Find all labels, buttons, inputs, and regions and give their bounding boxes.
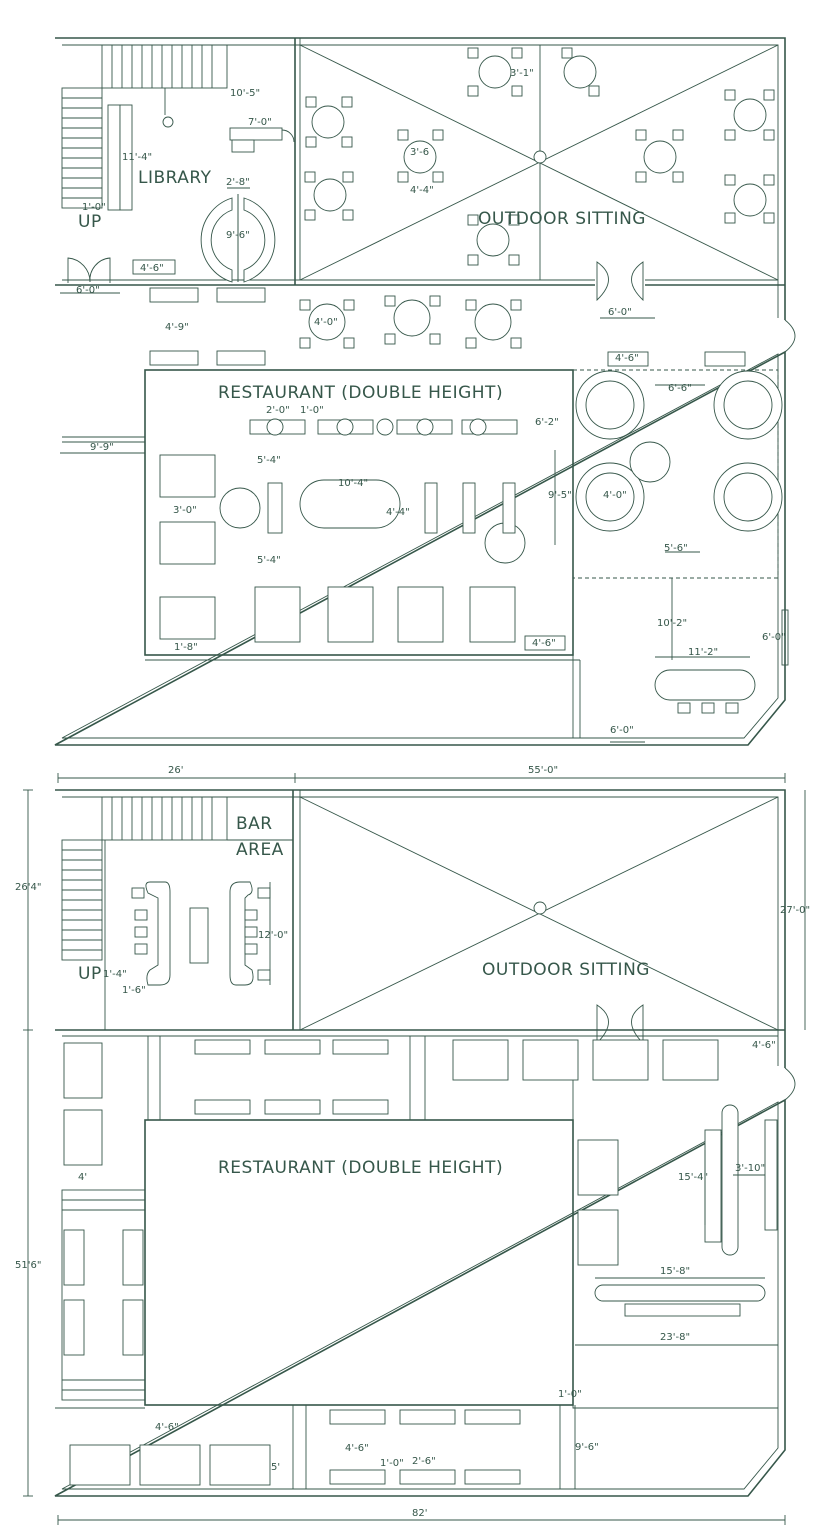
- area-label: AREA: [236, 840, 284, 860]
- dim-label: 12'-0": [258, 930, 288, 941]
- dim-label: 10'-4": [338, 478, 368, 489]
- upper-restaurant-void: [144, 369, 574, 656]
- upper-entry-door: [784, 319, 796, 353]
- dim-label: 4'-0": [314, 317, 338, 328]
- dim-label: 9'-6": [226, 230, 250, 241]
- lower-staircase: [61, 796, 293, 1030]
- outdoor-tables-upper: [304, 47, 775, 266]
- dim-label: 26'4": [15, 882, 41, 893]
- dim-label: 9'-5": [548, 490, 572, 501]
- dim-label: 4'-6": [140, 263, 164, 274]
- dim-label: 1'-0": [558, 1389, 582, 1400]
- dim-label: 6'-6": [668, 383, 692, 394]
- dim-label: 3'-6: [410, 147, 429, 158]
- dim-label: 82': [412, 1508, 427, 1519]
- bar-label: BAR: [236, 814, 273, 834]
- upper-up-label: UP: [78, 212, 102, 232]
- private-round-booths: [575, 351, 783, 532]
- dim-label: 10'-2": [657, 618, 687, 629]
- bar-counters: [131, 881, 271, 986]
- lower-restaurant-label: RESTAURANT (DOUBLE HEIGHT): [218, 1158, 503, 1178]
- lower-corridor-booths: [63, 1036, 719, 1166]
- lower-outdoor-label: OUTDOOR SITTING: [482, 960, 650, 980]
- dim-label: 6'-0": [608, 307, 632, 318]
- dim-label: 3'-10": [735, 1163, 765, 1174]
- dim-label: 4': [78, 1172, 87, 1183]
- dim-label: 4'-6": [615, 353, 639, 364]
- lower-outer-wall: [54, 789, 786, 1497]
- lower-left-booths: [61, 1189, 146, 1401]
- dim-label: 6'-2": [535, 417, 559, 428]
- dim-label: 9'-6": [575, 1442, 599, 1453]
- dim-label: 11'-2": [688, 647, 718, 658]
- upper-outdoor-label: OUTDOOR SITTING: [478, 209, 646, 229]
- dim-label: 5'-4": [257, 555, 281, 566]
- library-label: LIBRARY: [138, 168, 212, 188]
- dim-label: 6'-0": [610, 725, 634, 736]
- dim-label: 2'-6": [412, 1456, 436, 1467]
- restaurant-table-row: [219, 418, 526, 564]
- dim-label: 15'-8": [660, 1266, 690, 1277]
- dim-label: 4'-9": [165, 322, 189, 333]
- dim-label: 6'-0": [762, 632, 786, 643]
- corridor-tables-upper: [149, 287, 522, 366]
- dim-label: 6'-0": [76, 285, 100, 296]
- dim-label: 23'-8": [660, 1332, 690, 1343]
- dim-label: 11'-4": [122, 152, 152, 163]
- dim-label: 4'-4": [386, 507, 410, 518]
- dim-label: 55'-0": [528, 765, 558, 776]
- upper-staircase: [61, 44, 228, 209]
- dim-label: 4'-6": [752, 1040, 776, 1051]
- dim-label: 5': [271, 1462, 280, 1473]
- dim-label: 27'-0": [780, 905, 810, 916]
- dim-label: 2'-8": [226, 177, 250, 188]
- dim-label: 1'-0": [300, 405, 324, 416]
- dim-label: 1'-0": [82, 202, 106, 213]
- lower-bottom-booths: [55, 1404, 576, 1489]
- lower-right-seating: [577, 1104, 778, 1317]
- lower-floor-plan: BAR AREA OUTDOOR SITTING RESTAURANT (DOU…: [15, 789, 810, 1525]
- dim-label: 15'-4": [678, 1172, 708, 1183]
- dim-label: 4'-4": [410, 185, 434, 196]
- dim-label: 1'-4": [103, 969, 127, 980]
- lounge-sofa: [654, 669, 756, 701]
- private-dining-zone: [572, 369, 779, 579]
- dim-label: 4'-6": [345, 1443, 369, 1454]
- dim-label: 4'-6": [155, 1422, 179, 1433]
- dim-label: 3'-0": [173, 505, 197, 516]
- dim-label: 4'-0": [603, 490, 627, 501]
- dim-label: 26': [168, 765, 183, 776]
- dim-label: 2'-0": [266, 405, 290, 416]
- dim-label: 5'-6": [664, 543, 688, 554]
- dim-label: 51'6": [15, 1260, 41, 1271]
- dim-label: 3'-1": [510, 68, 534, 79]
- upper-restaurant-label: RESTAURANT (DOUBLE HEIGHT): [218, 383, 503, 403]
- dim-label: 4'-6": [532, 638, 556, 649]
- upper-floor-plan: LIBRARY OUTDOOR SITTING RESTAURANT (DOUB…: [54, 37, 796, 783]
- lower-up-label: UP: [78, 964, 102, 984]
- dim-label: 1'-6": [122, 985, 146, 996]
- dim-label: 9'-9": [90, 442, 114, 453]
- dim-label: 1'-0": [380, 1458, 404, 1469]
- dim-label: 7'-0": [248, 117, 272, 128]
- restaurant-booths-left: [159, 454, 516, 643]
- dim-label: 5'-4": [257, 455, 281, 466]
- dim-label: 10'-5": [230, 88, 260, 99]
- dim-label: 1'-8": [174, 642, 198, 653]
